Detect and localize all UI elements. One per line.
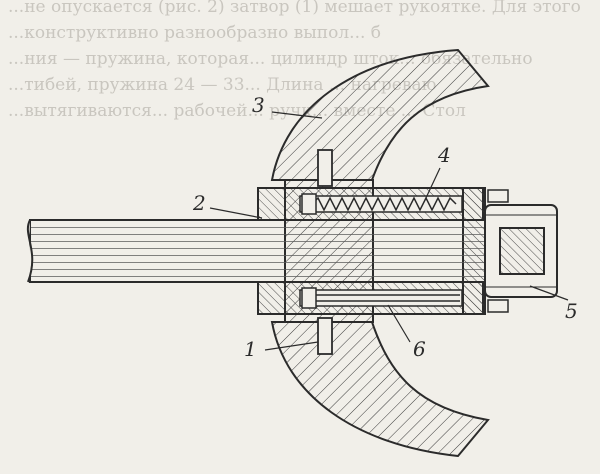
leader-lines (209, 111, 569, 351)
pin-part-1 (301, 149, 333, 355)
bleed-line-1: ...не опускается (рис. 2) затвор (1) меш… (8, 0, 581, 17)
label-part-5: 5 (565, 299, 578, 323)
rod-part-6 (305, 294, 460, 302)
bolt-heads (487, 189, 509, 313)
end-cap-part-5 (484, 204, 558, 298)
main-shaft (26, 219, 501, 283)
label-part-1: 1 (244, 337, 257, 361)
spring-part-4 (311, 196, 457, 212)
label-part-6: 6 (413, 337, 426, 361)
bleed-line-4: ...тибей, пружина 24 — 33... Длина ... н… (8, 75, 437, 95)
part-labels: 3 2 4 5 1 6 (192, 93, 578, 361)
spring-chamber-lower (299, 289, 463, 307)
label-part-3: 3 (252, 93, 265, 117)
bleed-through-text: ...не опускается (рис. 2) затвор (1) меш… (8, 0, 581, 121)
bleed-line-2: ...конструктивно разнообразно выпол... б (8, 23, 381, 43)
yoke-upper-horn (270, 48, 490, 181)
label-part-2: 2 (192, 191, 206, 215)
label-part-4: 4 (437, 143, 451, 167)
yoke-lower-horn (270, 321, 490, 458)
